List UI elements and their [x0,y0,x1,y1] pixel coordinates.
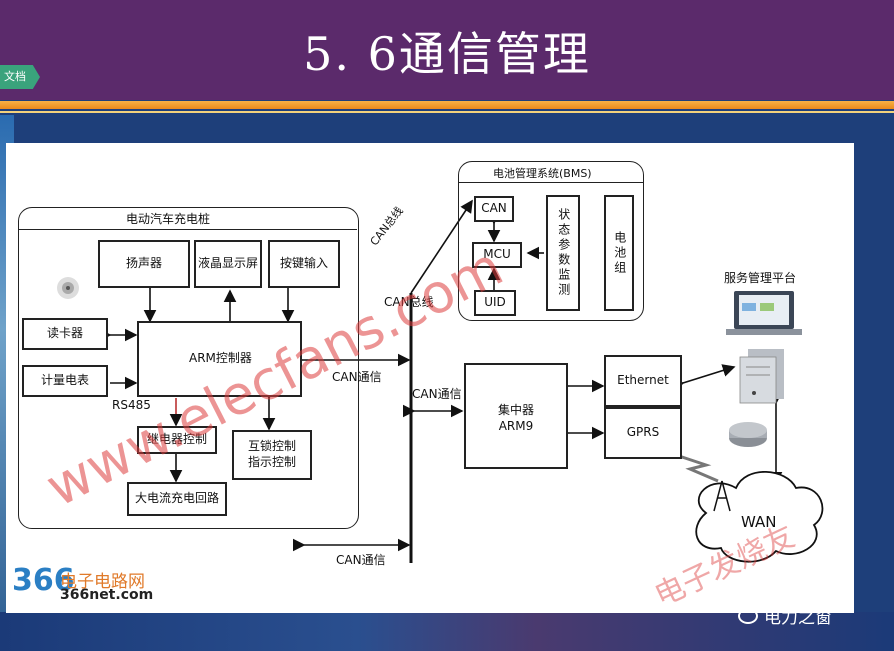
meter-box: 计量电表 [22,365,108,397]
concentrator-box: 集中器 ARM9 [464,363,568,469]
wechat-icon [738,608,758,624]
bms-divider [459,182,643,183]
lcd-box: 液晶显示屏 [194,240,262,288]
interlock-box: 互锁控制 指示控制 [232,430,312,480]
wechat-account[interactable]: 电力之窗 [738,603,832,628]
speaker-box: 扬声器 [98,240,190,288]
high-current-box: 大电流充电回路 [127,482,227,516]
service-platform-label: 服务管理平台 [724,269,796,286]
server-icon [740,349,784,403]
header-underline [0,111,894,113]
status-monitor-box: 状态参数监测 [546,195,580,311]
charger-pile-divider [19,229,357,230]
laptop-icon [726,291,802,335]
charger-pile-title: 电动汽车充电桩 [126,210,210,227]
doc-tab[interactable]: 文档 [0,65,40,89]
can-comm-3-label: CAN通信 [336,551,386,568]
can-box: CAN [474,196,514,222]
ethernet-box: Ethernet [604,355,682,407]
battery-pack-box: 电池组 [604,195,634,311]
header-divider [0,101,894,109]
bms-title: 电池管理系统(BMS) [493,165,592,181]
slide-title: 5. 6通信管理 [0,18,894,84]
card-reader-box: 读卡器 [22,318,108,350]
wechat-account-label: 电力之窗 [764,603,832,628]
can-comm-2-label: CAN通信 [412,385,462,402]
logo-net: 366net.com [60,587,153,603]
keypad-box: 按键输入 [268,240,340,288]
diagram-canvas: 电动汽车充电桩 扬声器 液晶显示屏 按键输入 读卡器 计量电表 ARM控制器 R… [6,143,854,613]
gprs-box: GPRS [604,407,682,459]
router-icon [729,422,767,447]
